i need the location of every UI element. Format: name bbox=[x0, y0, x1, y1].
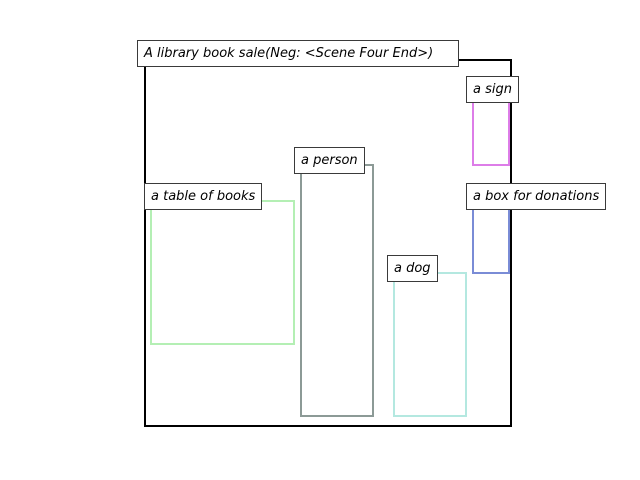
table-of-books-box bbox=[150, 200, 295, 345]
diagram-title: A library book sale(Neg: <Scene Four End… bbox=[137, 40, 459, 67]
sign-box bbox=[472, 92, 510, 166]
person-box bbox=[300, 164, 374, 417]
dog-label: a dog bbox=[387, 255, 438, 282]
table-of-books-label: a table of books bbox=[144, 183, 263, 210]
dog-box bbox=[393, 272, 467, 417]
donation-box-label: a box for donations bbox=[466, 183, 607, 210]
sign-label: a sign bbox=[466, 76, 519, 103]
donation-box-box bbox=[472, 200, 510, 274]
person-label: a person bbox=[294, 147, 365, 174]
